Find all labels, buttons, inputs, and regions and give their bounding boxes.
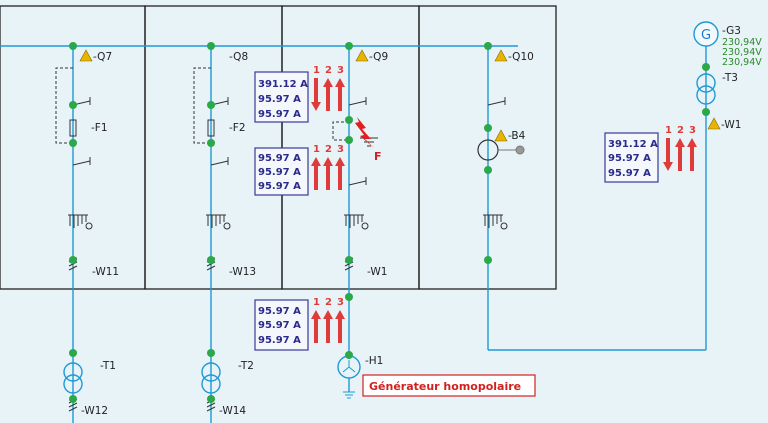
transformer-t2-primary [201, 362, 221, 382]
current-value: 391.12 A [608, 139, 658, 150]
label-g3: -G3 [722, 25, 741, 37]
arrow-up-icon [335, 310, 345, 343]
phase-label: 3 [689, 125, 696, 136]
homopolar-generator-callout: Générateur homopolaire [362, 374, 536, 397]
warning-icon [707, 117, 721, 130]
callout-text: Générateur homopolaire [369, 380, 521, 393]
label-q10: -Q10 [508, 51, 534, 63]
voltage-reading: 230,94V [722, 57, 762, 68]
phase-label: 1 [665, 125, 672, 136]
phase-label: 1 [313, 144, 320, 155]
generator-g-label: G [701, 28, 711, 43]
arrow-up-icon [323, 310, 333, 343]
arrow-up-icon [335, 78, 345, 111]
phase-label: 3 [337, 65, 344, 76]
feeder-3-nodes [345, 42, 353, 359]
feeder-2-nodes [207, 42, 215, 403]
phase-label: 3 [337, 144, 344, 155]
current-value: 95.97 A [258, 335, 301, 346]
current-value: 95.97 A [258, 320, 301, 331]
arrow-down-icon [311, 78, 321, 111]
generator-symbol [693, 21, 719, 47]
transformer-t1-secondary [63, 374, 83, 394]
label-q8: -Q8 [229, 51, 248, 63]
label-w12: -W12 [81, 405, 108, 417]
label-f1: -F1 [91, 122, 108, 134]
current-value: 95.97 A [258, 109, 301, 120]
current-box-generator: 95.97 A 95.97 A 95.97 A 1 2 3 [254, 297, 345, 351]
label-w13: -W13 [229, 266, 256, 278]
warning-icons [79, 49, 721, 142]
transformer-t3-primary [696, 73, 716, 93]
warning-icon [494, 49, 508, 62]
label-t2: -T2 [238, 360, 254, 372]
arrow-down-icon [663, 138, 673, 171]
current-value: 95.97 A [258, 306, 301, 317]
feeder-1-nodes [69, 42, 77, 403]
warning-icon [355, 49, 369, 62]
label-h1: -H1 [365, 355, 383, 367]
phase-label: 2 [677, 125, 684, 136]
current-box-source: 391.12 A 95.97 A 95.97 A 1 2 3 [604, 125, 697, 183]
fault-lightning-icon [355, 117, 374, 148]
current-value: 391.12 A [258, 79, 308, 90]
arrow-up-icon [311, 310, 321, 343]
label-b4: -B4 [508, 130, 526, 142]
voltage-reading: 230,94V [722, 37, 762, 48]
component-labels: -Q7 -F1 -W11 -T1 -W12 -Q8 -F2 -W13 -T2 -… [81, 25, 741, 417]
source-branch [693, 21, 719, 350]
current-box-q9: 391.12 A 95.97 A 95.97 A 1 2 3 [254, 65, 345, 123]
label-f2: -F2 [229, 122, 246, 134]
arrow-up-icon [687, 138, 697, 171]
fault-label: F [374, 150, 382, 163]
arrow-up-icon [323, 157, 333, 190]
phase-label: 2 [325, 297, 332, 308]
label-w1: -W1 [367, 266, 387, 278]
current-box-fault: 95.97 A 95.97 A 95.97 A 1 2 3 [254, 144, 345, 196]
current-value: 95.97 A [258, 167, 301, 178]
arrow-up-icon [675, 138, 685, 171]
label-q7: -Q7 [93, 51, 112, 63]
current-value: 95.97 A [608, 168, 651, 179]
phase-label: 1 [313, 65, 320, 76]
label-source-w1: -W1 [721, 119, 741, 131]
label-w11: -W11 [92, 266, 119, 278]
transformer-t2-secondary [201, 374, 221, 394]
phase-label: 1 [313, 297, 320, 308]
current-value: 95.97 A [258, 153, 301, 164]
phase-label: 3 [337, 297, 344, 308]
transformer-t3-secondary [696, 85, 716, 105]
label-t3: -T3 [722, 72, 738, 84]
warning-icon [79, 49, 93, 62]
feeder-4-nodes [484, 42, 492, 264]
current-value: 95.97 A [258, 181, 301, 192]
label-t1: -T1 [100, 360, 116, 372]
phase-label: 2 [325, 144, 332, 155]
transformer-t1-primary [63, 362, 83, 382]
source-nodes [702, 63, 710, 116]
arrow-up-icon [323, 78, 333, 111]
arrow-up-icon [335, 157, 345, 190]
label-q9: -Q9 [369, 51, 388, 63]
source-voltages: 230,94V 230,94V 230,94V [722, 37, 762, 68]
warning-icon [494, 129, 508, 142]
phase-label: 2 [325, 65, 332, 76]
voltage-reading: 230,94V [722, 47, 762, 58]
current-value: 95.97 A [258, 94, 301, 105]
label-w14: -W14 [219, 405, 246, 417]
arrow-up-icon [311, 157, 321, 190]
feeder-4 [477, 46, 706, 351]
current-value: 95.97 A [608, 153, 651, 164]
